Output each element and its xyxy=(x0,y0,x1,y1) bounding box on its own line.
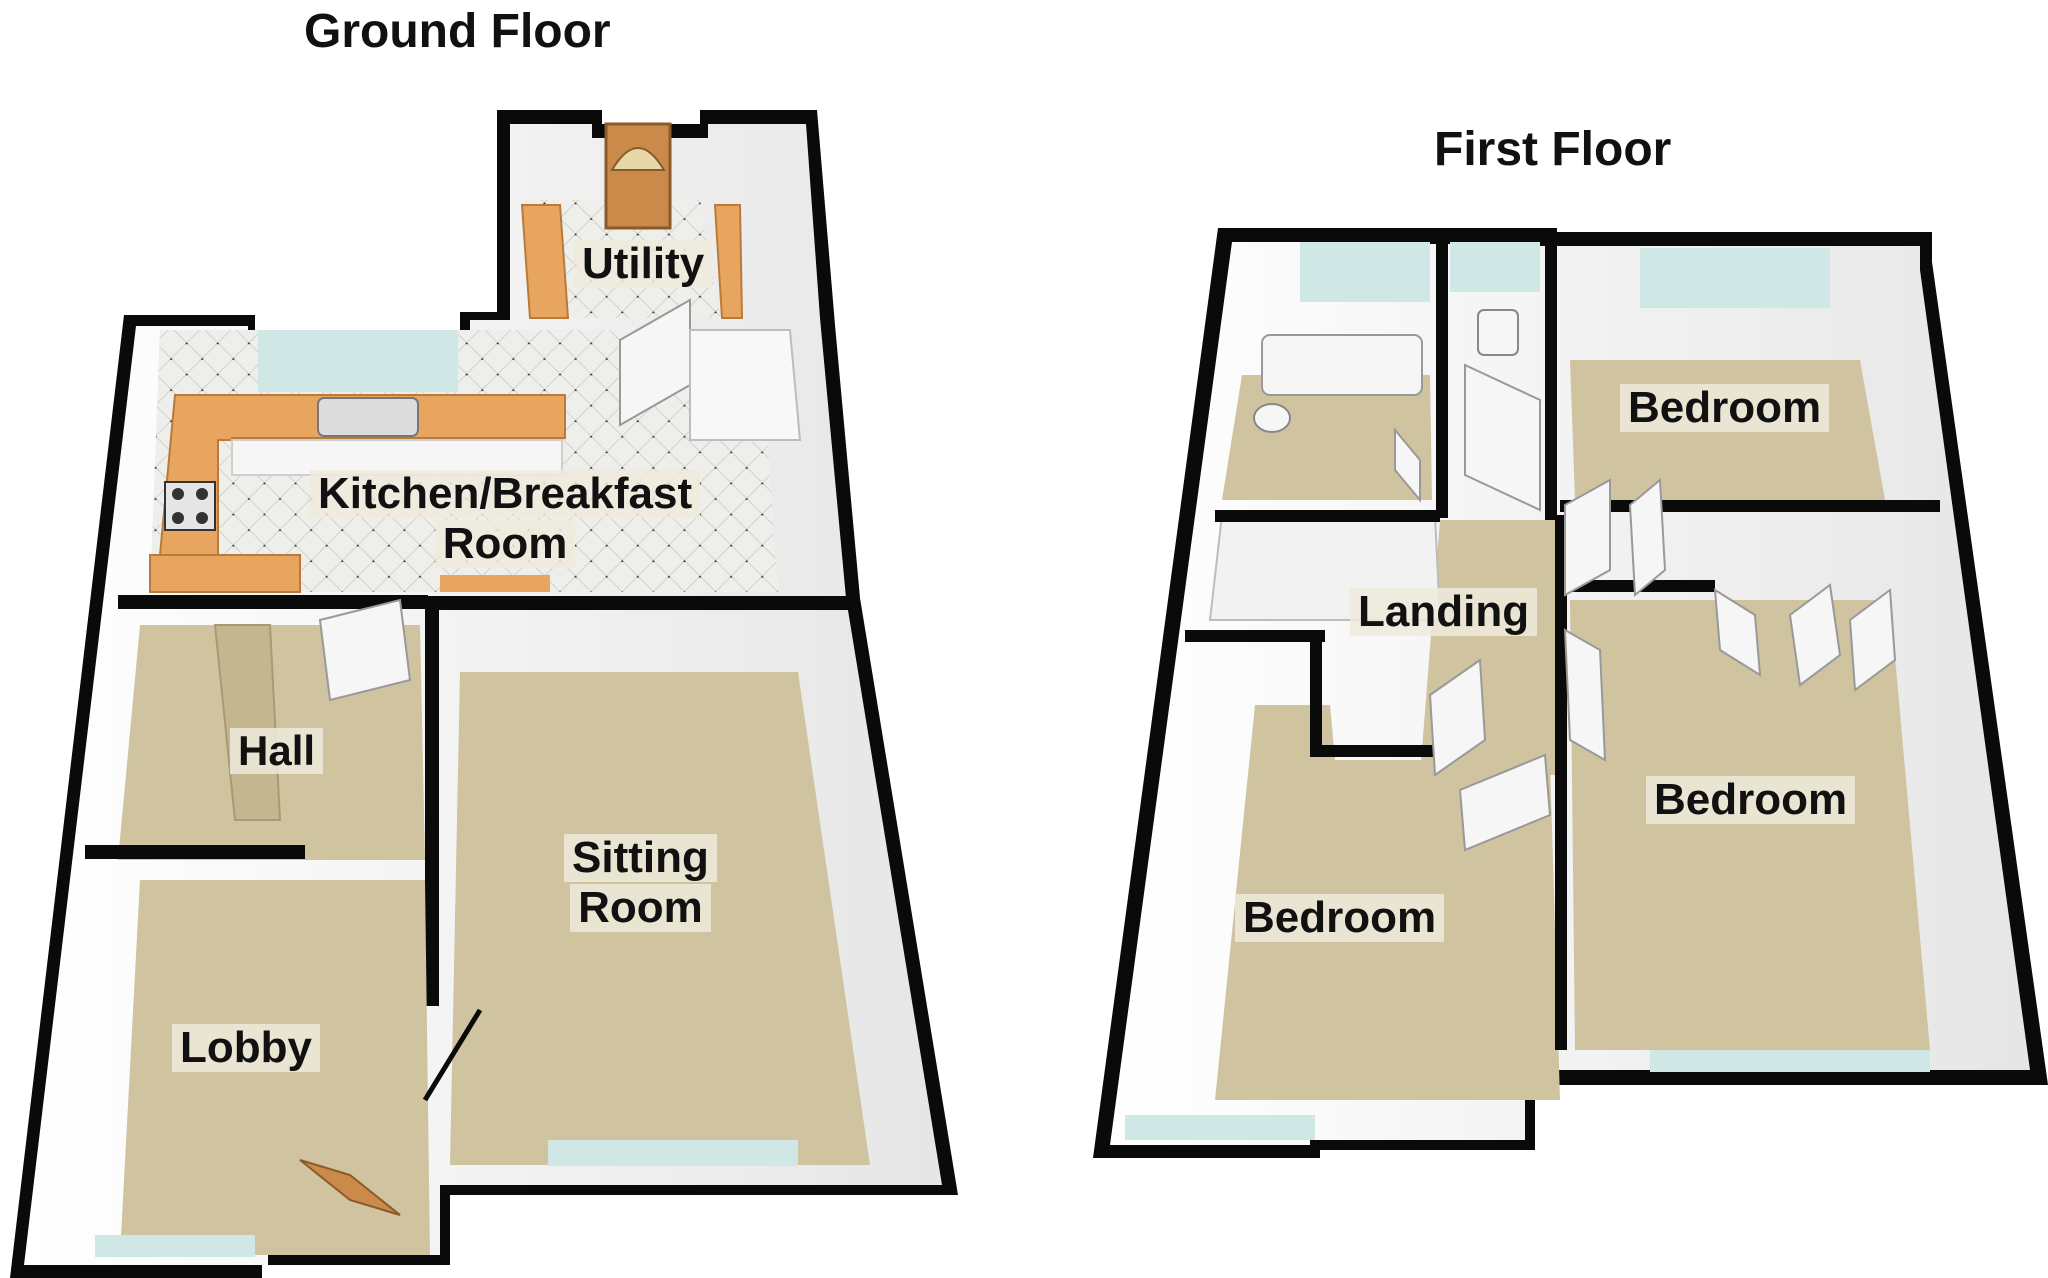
lobby-door-swing xyxy=(422,1008,483,1102)
room-label-lobby: Lobby xyxy=(172,1024,320,1072)
kitchen-cupboards xyxy=(231,439,563,476)
utility-worktop-right xyxy=(713,204,744,319)
room-label-bedroom-top-right-text: Bedroom xyxy=(1620,384,1830,432)
room-label-landing: Landing xyxy=(1350,588,1538,636)
kitchen-worktop-bottom xyxy=(149,554,301,593)
sitting-room-window xyxy=(548,1140,798,1166)
kitchen-window xyxy=(258,330,458,392)
bedroom-left-wardrobe-wall xyxy=(1310,745,1450,757)
door-window-arch xyxy=(610,147,666,171)
room-label-bedroom-right: Bedroom xyxy=(1646,776,1856,824)
bedroom-left-wardrobe-door xyxy=(1458,753,1552,852)
bedroom-left-inner-wall xyxy=(1310,630,1322,750)
first-floor-title: First Floor xyxy=(1434,123,1672,176)
room-label-lobby-text: Lobby xyxy=(172,1024,320,1072)
room-label-utility: Utility xyxy=(574,240,713,288)
bedroom-left-top-wall xyxy=(1185,630,1325,642)
room-label-bedroom-top-right: Bedroom xyxy=(1620,384,1830,432)
wc-door xyxy=(1464,363,1541,512)
front-door xyxy=(299,1159,401,1216)
bedroom-left-window xyxy=(1125,1115,1315,1140)
bathroom-wall xyxy=(1436,228,1448,518)
bedroom-top-right-wall xyxy=(1560,500,1940,512)
room-label-kitchen-line1: Kitchen/Breakfast xyxy=(310,470,701,518)
hall-kitchen-door xyxy=(318,598,412,702)
room-label-kitchen: Kitchen/Breakfast Room xyxy=(310,470,701,568)
wardrobe-door-4 xyxy=(1848,588,1897,692)
lobby-wall xyxy=(85,845,305,859)
bedroom-left-door xyxy=(1428,658,1487,777)
bathroom-door xyxy=(1394,427,1421,503)
wardrobe-door-2 xyxy=(1713,588,1762,677)
bedroom-right-window xyxy=(1650,1050,1930,1072)
utility-worktop-left xyxy=(520,204,570,319)
wc-window xyxy=(1450,242,1540,292)
room-label-kitchen-line2: Room xyxy=(434,520,576,568)
room-label-hall: Hall xyxy=(230,728,324,774)
hall-wall xyxy=(118,595,428,609)
utility-back-door xyxy=(604,122,672,230)
ground-floor-title: Ground Floor xyxy=(304,5,611,58)
room-label-bedroom-left-text: Bedroom xyxy=(1235,894,1445,942)
bedroom-right-floor xyxy=(1570,600,1930,1050)
first-floor-plan xyxy=(1093,228,2048,1158)
lobby-window xyxy=(95,1235,255,1257)
bathroom-window xyxy=(1300,242,1430,302)
sitting-room-top-wall xyxy=(425,596,855,610)
sink-icon xyxy=(317,397,419,437)
room-label-sitting-line1: Sitting xyxy=(564,834,717,882)
room-label-bedroom-left: Bedroom xyxy=(1235,894,1445,942)
bedroom-top-right-door xyxy=(1564,478,1611,597)
room-label-landing-text: Landing xyxy=(1350,588,1538,636)
room-label-hall-text: Hall xyxy=(230,728,324,774)
bedroom-top-right-window xyxy=(1640,248,1830,308)
room-label-sitting-line2: Room xyxy=(570,884,711,932)
room-label-sitting-room: Sitting Room xyxy=(564,834,717,932)
basin-icon xyxy=(1253,403,1291,433)
wc-wall xyxy=(1545,228,1557,523)
wc-icon xyxy=(1477,309,1519,356)
room-label-bedroom-right-text: Bedroom xyxy=(1646,776,1856,824)
bath-icon xyxy=(1261,334,1423,396)
bedroom-right-door xyxy=(1563,628,1607,762)
bedroom-right-left-wall xyxy=(1555,515,1567,1050)
kitchen-tall-cabinet xyxy=(689,329,802,441)
cupboard-wall xyxy=(1215,510,1440,522)
ground-floor-plan xyxy=(10,110,958,1278)
kitchen-worktop-bottom-right xyxy=(440,575,550,592)
sitting-room-partition xyxy=(425,596,439,1006)
room-label-utility-text: Utility xyxy=(574,240,713,288)
wardrobe-door-3 xyxy=(1788,583,1842,687)
hob-icon xyxy=(164,481,216,531)
wardrobe-door-1 xyxy=(1628,477,1667,598)
